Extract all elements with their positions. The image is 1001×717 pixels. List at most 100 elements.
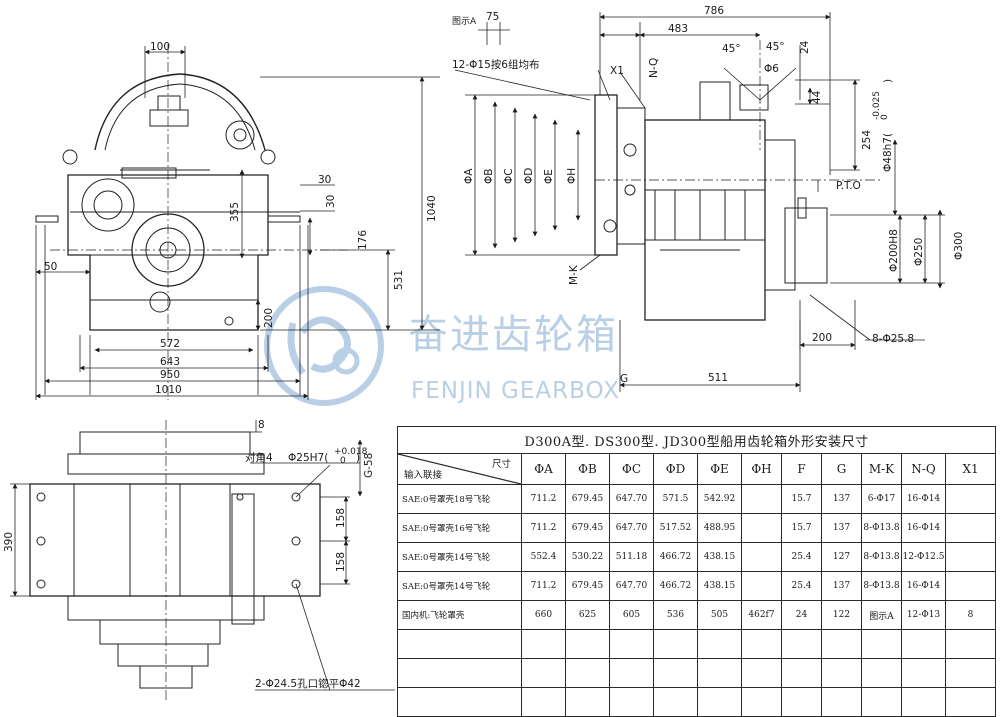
side-view xyxy=(454,12,945,392)
table-empty-row xyxy=(397,629,997,659)
dim-100: 100 xyxy=(150,41,170,53)
table-row-label: SAE:0号罩壳18号飞轮 xyxy=(397,484,522,514)
dim-511: 511 xyxy=(708,372,728,384)
table-cell: 679.45 xyxy=(565,484,610,514)
dim-phi6: Φ6 xyxy=(764,63,779,75)
table-empty-row xyxy=(397,687,997,717)
watermark-logo-icon xyxy=(264,286,384,406)
table-empty-cell xyxy=(521,629,566,659)
dim-200-side: 200 xyxy=(812,332,832,344)
table-cell: 647.70 xyxy=(609,571,654,601)
dim-8-phi25-8: 8-Φ25.8 xyxy=(872,333,914,345)
table-empty-cell xyxy=(397,629,522,659)
table-cell xyxy=(944,571,997,601)
table-cell: 462f7 xyxy=(741,600,782,630)
table-cell: 605 xyxy=(609,600,654,630)
dim-1010: 1010 xyxy=(155,384,182,396)
dim-phi48h7-tol-bot: 0 xyxy=(880,114,890,120)
table-header-cell: F xyxy=(781,453,822,485)
table-empty-cell xyxy=(901,658,946,688)
note-pin-close: ) xyxy=(356,452,360,464)
dim-45-left: 45° xyxy=(722,43,741,55)
corner-diagonal xyxy=(398,454,521,484)
table-header-cell: X1 xyxy=(944,453,997,485)
dim-phiE: ΦE xyxy=(543,169,555,184)
table-empty-cell xyxy=(521,658,566,688)
dim-8: 8 xyxy=(258,419,265,431)
table-cell: 图示A xyxy=(861,600,902,630)
dim-950: 950 xyxy=(160,369,180,381)
table-empty-cell xyxy=(565,687,610,717)
dim-50: 50 xyxy=(44,261,57,273)
table-empty-cell xyxy=(741,629,782,659)
table-empty-cell xyxy=(781,687,822,717)
table-cell: 542.92 xyxy=(697,484,742,514)
table-header-cell: ΦE xyxy=(697,453,742,485)
bottom-view-dimensions: 8 390 158 158 G-58 对角4 Φ25H7( +0.018 0 )… xyxy=(3,419,375,690)
table-cell: 127 xyxy=(821,542,862,572)
table-empty-cell xyxy=(821,629,862,659)
dim-phi300: Φ300 xyxy=(953,232,965,260)
table-cell: 12-Φ12.5 xyxy=(901,542,946,572)
table-empty-cell xyxy=(565,658,610,688)
table-empty-cell xyxy=(653,687,698,717)
table-cell: 137 xyxy=(821,513,862,543)
dim-G: G xyxy=(620,373,628,385)
front-view-dimensions: 100 355 30 30 176 531 1040 50 200 572 64… xyxy=(44,41,438,396)
bottom-view xyxy=(10,420,395,700)
table-cell: 511.18 xyxy=(609,542,654,572)
table-cell: 15.7 xyxy=(781,513,822,543)
table-cell: 517.52 xyxy=(653,513,698,543)
table-empty-cell xyxy=(653,658,698,688)
table-cell xyxy=(741,542,782,572)
table-cell: 679.45 xyxy=(565,513,610,543)
table-row-label: SAE:0号罩壳16号飞轮 xyxy=(397,513,522,543)
corner-bottom-label: 输入联接 xyxy=(404,470,443,481)
table-empty-cell xyxy=(901,629,946,659)
note-bolt-holes: 12-Φ15按6组均布 xyxy=(452,58,539,71)
label-x1: X1 xyxy=(610,65,624,77)
table-empty-cell xyxy=(861,687,902,717)
dim-531: 531 xyxy=(393,270,405,290)
table-header-cell: ΦB xyxy=(565,453,610,485)
table-header-cell: ΦC xyxy=(609,453,654,485)
table-row-label: 国内机:飞轮罩壳 xyxy=(397,600,522,630)
table-cell: 466.72 xyxy=(653,542,698,572)
note-holes: 2-Φ24.5孔口锪平Φ42 xyxy=(255,677,361,690)
table-cell xyxy=(944,542,997,572)
table-cell: 466.72 xyxy=(653,571,698,601)
table-empty-cell xyxy=(609,687,654,717)
table-header-cell: G xyxy=(821,453,862,485)
table-empty-cell xyxy=(653,629,698,659)
dim-phi250: Φ250 xyxy=(913,238,925,266)
dim-786: 786 xyxy=(704,5,724,17)
table-empty-cell xyxy=(397,658,522,688)
dim-phi48h7: Φ48h7( xyxy=(882,133,894,172)
label-pto: P.T.O xyxy=(836,180,861,192)
dim-254: 254 xyxy=(861,130,873,150)
table-cell: 8-Φ13.8 xyxy=(861,542,902,572)
table-empty-cell xyxy=(697,687,742,717)
table-empty-cell xyxy=(521,687,566,717)
table-cell: 647.70 xyxy=(609,513,654,543)
table-row-label: SAE:0号罩壳14号飞轮 xyxy=(397,542,522,572)
table-cell xyxy=(741,513,782,543)
dim-phiH: ΦH xyxy=(566,168,578,184)
table-empty-cell xyxy=(397,687,522,717)
dim-45-right: 45° xyxy=(766,41,785,53)
table-header-cell: ΦA xyxy=(521,453,566,485)
dim-phiA: ΦA xyxy=(463,168,475,184)
table-cell: 25.4 xyxy=(781,542,822,572)
dim-1040: 1040 xyxy=(426,195,438,222)
dim-75: 75 xyxy=(486,11,499,23)
table-cell: 505 xyxy=(697,600,742,630)
dim-355: 355 xyxy=(229,202,241,222)
dim-572: 572 xyxy=(160,338,180,350)
table-cell: 25.4 xyxy=(781,571,822,601)
table-cell: 8 xyxy=(944,600,997,630)
table-empty-cell xyxy=(944,658,997,688)
